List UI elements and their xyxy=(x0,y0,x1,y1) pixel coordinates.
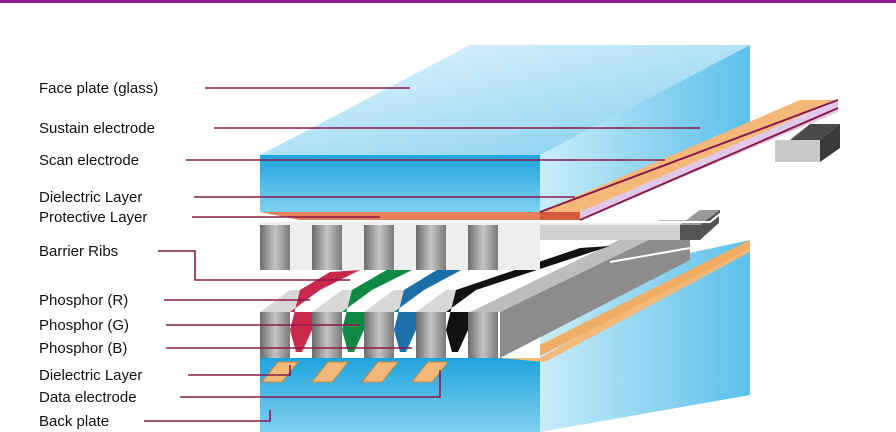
phosphor-green xyxy=(342,266,420,352)
label-phosphor-g: Phosphor (G) xyxy=(39,317,129,334)
label-back-plate: Back plate xyxy=(39,413,109,430)
top-electrodes xyxy=(260,99,839,221)
barrier-ribs-upper xyxy=(260,210,720,270)
label-protective-layer: Protective Layer xyxy=(39,209,147,226)
label-dielectric-layer-bottom: Dielectric Layer xyxy=(39,367,142,384)
label-scan-electrode: Scan electrode xyxy=(39,152,139,169)
sustain-bar xyxy=(775,124,840,162)
label-face-plate: Face plate (glass) xyxy=(39,80,158,97)
data-electrodes xyxy=(260,361,450,383)
label-data-electrode: Data electrode xyxy=(39,389,137,406)
phosphor-red xyxy=(290,270,360,352)
label-phosphor-b: Phosphor (B) xyxy=(39,340,127,357)
rib-outline xyxy=(540,211,721,263)
label-phosphor-r: Phosphor (R) xyxy=(39,292,128,309)
label-sustain-electrode: Sustain electrode xyxy=(39,120,155,137)
phosphor-blue xyxy=(394,260,480,352)
label-dielectric-layer-top: Dielectric Layer xyxy=(39,189,142,206)
header-bar xyxy=(0,0,896,3)
barrier-ribs-lower xyxy=(260,220,690,358)
label-barrier-ribs: Barrier Ribs xyxy=(39,243,118,260)
leader-lines xyxy=(144,87,700,422)
